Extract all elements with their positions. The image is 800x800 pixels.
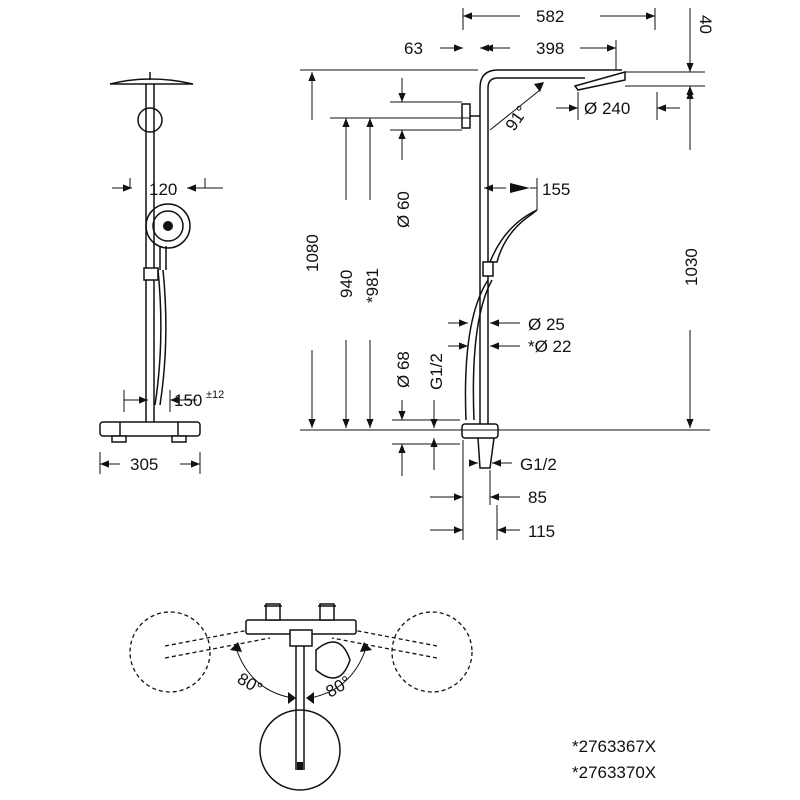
dim-582: 582 <box>536 7 564 26</box>
dim-1080: 1080 <box>303 234 322 272</box>
top-overhead-shower <box>259 709 341 791</box>
swivel-range-left <box>129 611 211 693</box>
dim-dia68: Ø 68 <box>394 351 413 388</box>
side-overhead-shower <box>573 71 626 91</box>
front-shower-holder <box>143 267 159 281</box>
dim-dia60: Ø 60 <box>394 191 413 228</box>
front-view: 120 150 ±12 305 <box>99 72 224 474</box>
dim-63: 63 <box>404 39 423 58</box>
dim-398: 398 <box>536 39 564 58</box>
side-hose <box>464 279 489 421</box>
dim-120: 120 <box>149 180 177 199</box>
dim-dia22: *Ø 22 <box>528 337 571 356</box>
dim-940: 940 <box>337 270 356 298</box>
dim-85: 85 <box>528 488 547 507</box>
dim-150: 150 <box>174 391 202 410</box>
dim-115: 115 <box>528 522 555 541</box>
dim-g12-bottom: G1/2 <box>520 455 557 474</box>
dim-981: *981 <box>363 268 382 303</box>
front-arm-joint <box>137 107 163 133</box>
front-overhead-shower <box>109 78 194 85</box>
dim-dia25: Ø 25 <box>528 315 565 334</box>
side-view: 582 40 63 398 Ø 240 91° 1080 940 <box>300 7 715 541</box>
side-wall-bracket <box>461 103 471 129</box>
dim-40: 40 <box>696 15 715 34</box>
variant-notes: *2763367X *2763370X <box>572 737 656 782</box>
front-hose <box>159 269 167 406</box>
side-hand-shower <box>488 209 538 263</box>
dim-dia240: Ø 240 <box>584 99 630 118</box>
top-view: 80° 80° <box>129 603 473 791</box>
note-variant-1: *2763367X <box>572 737 656 756</box>
note-variant-2: *2763370X <box>572 763 656 782</box>
dim-305: 305 <box>130 455 158 474</box>
front-hand-shower <box>145 203 191 249</box>
side-shower-holder <box>482 261 494 277</box>
side-shower-arm <box>479 69 622 89</box>
dim-155: 155 <box>542 180 570 199</box>
front-thermostat <box>99 421 201 437</box>
swivel-range-right <box>391 611 473 693</box>
dim-angle80-left: 80° <box>234 669 266 698</box>
dim-g12-vertical: G1/2 <box>427 353 446 390</box>
side-thermostat <box>461 423 499 439</box>
dim-1030: 1030 <box>682 248 701 286</box>
dim-angle91: 91° <box>502 102 532 134</box>
dim-150-tolerance: ±12 <box>206 389 224 401</box>
